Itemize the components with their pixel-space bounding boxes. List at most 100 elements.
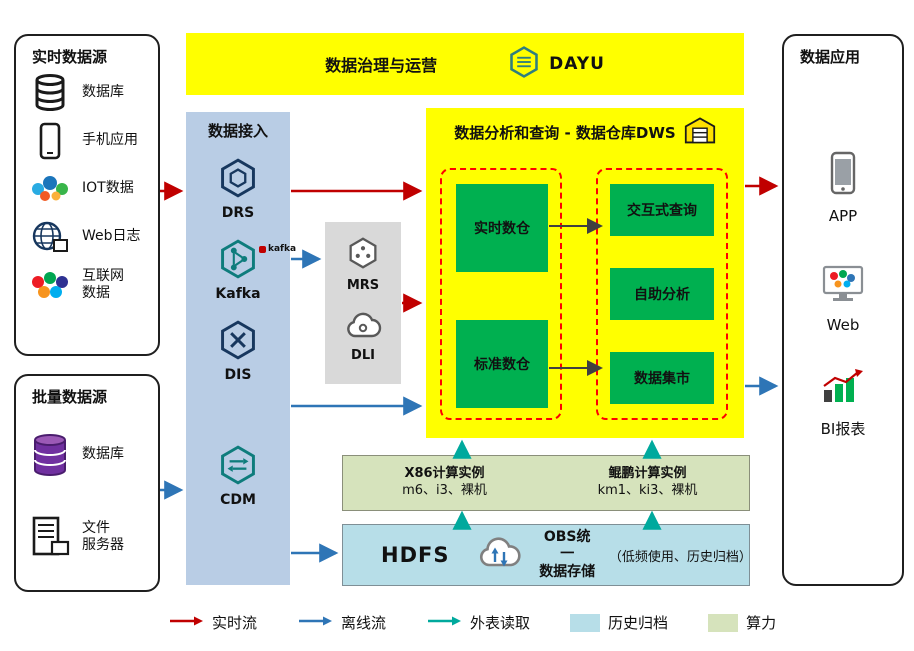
source-item-file-server: 文件 服务器 [16, 505, 158, 569]
source-label: 手机应用 [82, 132, 138, 149]
dws-box: 数据分析和查询 - 数据仓库DWS 实时数仓 标准数仓 交互式查询 自助分析 数… [426, 108, 744, 438]
dws-title-row: 数据分析和查询 - 数据仓库DWS [426, 108, 744, 148]
ingestion-column: 数据接入 DRS kafka Kafka [186, 112, 296, 585]
source-item-iot: IOT数据 [16, 165, 158, 213]
dis-icon [217, 319, 259, 365]
app-item-bi: BI报表 [784, 368, 902, 439]
kafka-badge: kafka [259, 244, 296, 254]
service-mrs: MRS [325, 234, 401, 293]
source-label: 互联网 数据 [82, 267, 124, 302]
service-drs: DRS [186, 157, 290, 221]
kafka-icon: kafka [217, 238, 296, 284]
bi-chart-icon [820, 368, 866, 410]
legend-label: 离线流 [341, 614, 387, 632]
legend-offline: 离线流 [297, 612, 386, 633]
x86-detail: m6、i3、裸机 [402, 483, 487, 498]
service-label: MRS [346, 278, 380, 293]
legend-archive: 历史归档 [570, 612, 668, 633]
warehouse-group: 实时数仓 标准数仓 [440, 168, 562, 420]
source-item-database: 数据库 [16, 69, 158, 117]
mobile-icon [28, 122, 72, 160]
offline-arrow-icon [297, 614, 333, 632]
self-service-analysis-box: 自助分析 [610, 268, 714, 320]
service-label: DIS [224, 367, 252, 383]
batch-sources-title: 批量数据源 [32, 388, 108, 406]
source-label: Web日志 [82, 228, 141, 245]
service-label: DLI [351, 348, 375, 363]
drs-icon [217, 157, 259, 203]
service-label: CDM [220, 492, 256, 508]
legend-compute: 算力 [708, 612, 776, 633]
web-icon [28, 220, 72, 254]
realtime-sources-panel: 实时数据源 数据库 手机应用 IOT数据 [14, 34, 160, 356]
ingestion-title: 数据接入 [207, 122, 268, 140]
service-dli: DLI [325, 308, 401, 363]
legend-label: 历史归档 [608, 614, 669, 632]
x86-compute: X86计算实例 m6、i3、裸机 [343, 456, 546, 510]
interactive-query-box: 交互式查询 [610, 184, 714, 236]
service-dis: DIS [186, 319, 290, 383]
dayu-label: DAYU [549, 54, 605, 74]
dws-title: 数据分析和查询 - 数据仓库DWS [454, 123, 676, 142]
query-group: 交互式查询 自助分析 数据集市 [596, 168, 728, 420]
source-item-mobile: 手机应用 [16, 117, 158, 165]
mrs-icon [344, 234, 382, 276]
realtime-arrow-icon [168, 614, 204, 632]
app-item-web: Web [784, 264, 902, 334]
x86-title: X86计算实例 [404, 466, 485, 482]
legend-label: 算力 [746, 614, 777, 632]
batch-sources-panel: 批量数据源 数据库 文件 服务器 [14, 374, 160, 592]
legend-label: 外表读取 [470, 614, 531, 632]
source-label: 数据库 [82, 84, 124, 101]
app-label: Web [826, 316, 860, 334]
legend-label: 实时流 [212, 614, 258, 632]
dayu-hexagon-icon [507, 45, 541, 84]
file-server-icon [28, 516, 72, 558]
app-item-app: APP [784, 151, 902, 225]
realtime-warehouse-box: 实时数仓 [456, 184, 548, 272]
iot-icon [28, 174, 72, 204]
cdm-icon [217, 444, 259, 490]
kunpeng-detail: km1、ki3、裸机 [597, 483, 698, 498]
app-label: APP [828, 207, 858, 225]
data-mart-box: 数据集市 [610, 352, 714, 404]
legend-realtime: 实时流 [168, 612, 257, 633]
service-label: DRS [221, 205, 255, 221]
kunpeng-compute: 鲲鹏计算实例 km1、ki3、裸机 [546, 456, 749, 510]
hdfs-label: HDFS [381, 543, 450, 567]
archive-swatch [570, 613, 601, 632]
service-cdm: CDM [186, 444, 290, 508]
storage-strip: HDFS OBS统一 数据存储 （低频使用、历史归档） [342, 524, 752, 586]
obs-label: OBS统一 数据存储 [539, 528, 596, 580]
processing-box: MRS DLI [325, 222, 401, 384]
standard-warehouse-box: 标准数仓 [456, 320, 548, 408]
compute-swatch [708, 613, 739, 632]
applications-title: 数据应用 [800, 48, 861, 66]
warehouse-icon [684, 116, 716, 148]
governance-title: 数据治理与运营 [325, 56, 438, 75]
legend: 实时流 离线流 外表读取 历史归档 算力 [168, 612, 776, 633]
source-label: 数据库 [82, 446, 124, 463]
app-phone-icon [830, 151, 856, 199]
realtime-sources-title: 实时数据源 [32, 48, 108, 66]
database-icon [28, 73, 72, 113]
service-label: Kafka [215, 286, 261, 302]
database-purple-icon [28, 432, 72, 478]
source-item-weblog: Web日志 [16, 213, 158, 261]
source-item-internet: 互联网 数据 [16, 261, 158, 309]
kafka-mark-icon [259, 245, 266, 253]
service-kafka: kafka Kafka [186, 238, 296, 302]
external-arrow-icon [426, 614, 462, 632]
kafka-badge-label: kafka [268, 244, 297, 254]
legend-external: 外表读取 [426, 612, 530, 633]
kunpeng-title: 鲲鹏计算实例 [608, 466, 687, 482]
storage-note: （低频使用、历史归档） [608, 549, 752, 565]
applications-panel: 数据应用 APP Web [782, 34, 904, 586]
app-label: BI报表 [820, 420, 866, 438]
source-item-batch-database: 数据库 [16, 423, 158, 487]
dayu-logo: DAYU [507, 45, 605, 84]
obs-cloud-icon [475, 536, 525, 574]
source-label: 文件 服务器 [82, 519, 124, 554]
dli-icon [343, 308, 383, 346]
